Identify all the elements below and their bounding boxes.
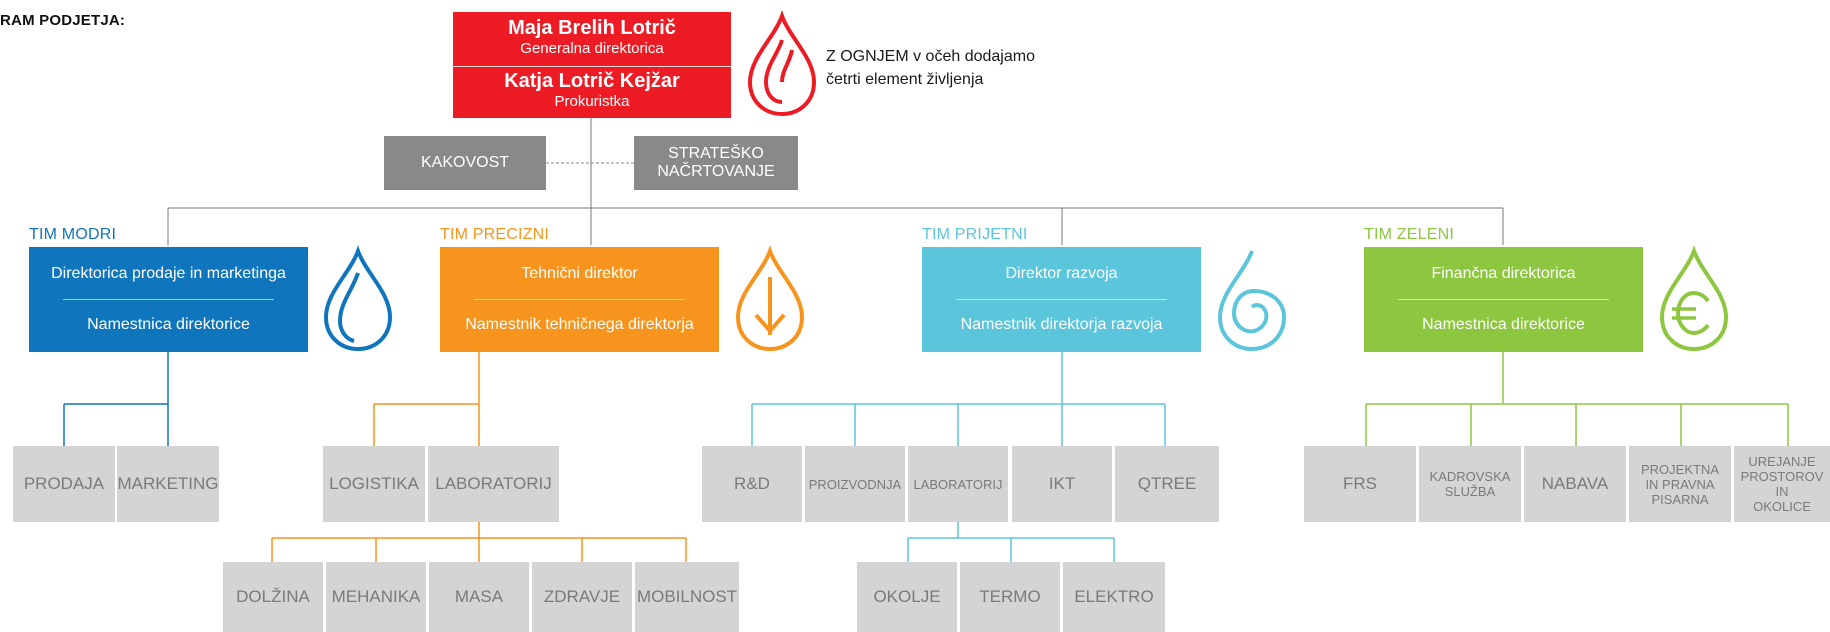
subdept-elektro: ELEKTRO	[1063, 562, 1165, 632]
dept-label-line2: SLUŽBA	[1444, 484, 1496, 499]
management-divider	[453, 66, 731, 67]
dept-kadrovska-sluzba: KADROVSKA SLUŽBA	[1419, 446, 1521, 522]
dept-label: MARKETING	[117, 474, 219, 493]
team-precizni-deputy: Namestnik tehničnega direktorja	[465, 316, 694, 333]
subdept-label: MEHANIKA	[331, 587, 421, 606]
quality-label: KAKOVOST	[420, 154, 510, 171]
procurator-name: Katja Lotrič Kejžar	[504, 70, 680, 92]
team-prijetni-divider	[956, 299, 1167, 300]
quality-box: KAKOVOST	[384, 136, 546, 190]
team-precizni-divider	[474, 299, 685, 300]
ceo-role: Generalna direktorica	[520, 40, 664, 57]
dept-label-line3: PISARNA	[1651, 491, 1709, 507]
subdept-termo: TERMO	[960, 562, 1060, 632]
dept-label: LOGISTIKA	[329, 474, 419, 493]
dept-label-line2: PROSTOROV IN	[1740, 469, 1824, 499]
dept-nabava: NABAVA	[1524, 446, 1626, 522]
team-modri-deputy: Namestnica direktorice	[87, 316, 250, 333]
dept-frs: FRS	[1304, 446, 1416, 522]
dept-label: LABORATORIJ	[913, 476, 1003, 492]
fire-slogan: Z OGNJEM v očeh dodajamo četrti element …	[826, 45, 1035, 91]
subdept-mobilnost: MOBILNOST	[635, 562, 739, 632]
fire-drop-icon	[747, 10, 817, 117]
subdept-label: MASA	[454, 587, 504, 606]
subdept-label: ELEKTRO	[1074, 587, 1154, 606]
team-box-modri: Direktorica prodaje in marketinga Namest…	[29, 247, 308, 352]
dept-label: NABAVA	[1541, 474, 1609, 493]
subdept-zdravje: ZDRAVJE	[532, 562, 632, 632]
fire-slogan-line2: četrti element življenja	[826, 71, 984, 88]
subdept-masa: MASA	[429, 562, 529, 632]
team-zeleni-divider	[1398, 299, 1609, 300]
subdept-label: MOBILNOST	[636, 587, 738, 606]
dept-label: FRS	[1343, 474, 1377, 493]
team-label-modri: TIM MODRI	[29, 226, 117, 243]
subdept-label: DOLŽINA	[236, 587, 310, 606]
management-box: Maja Brelih Lotrič Generalna direktorica…	[453, 12, 731, 118]
dept-marketing: MARKETING	[117, 446, 219, 522]
drop-spiral-icon	[1217, 250, 1287, 352]
dept-label: LABORATORIJ	[435, 474, 552, 493]
subdept-label: TERMO	[979, 587, 1041, 606]
strategic-planning-box: STRATEŠKO NAČRTOVANJE	[634, 136, 798, 190]
dept-rnd: R&D	[702, 446, 802, 522]
team-precizni-director: Tehnični direktor	[521, 265, 638, 282]
dept-label-line1: PROJEKTNA	[1640, 461, 1719, 477]
dept-label: R&D	[734, 474, 770, 493]
strategic-label-line2: NAČRTOVANJE	[657, 163, 775, 180]
dept-urejanje-prostorov: UREJANJE PROSTOROV IN OKOLICE	[1734, 446, 1830, 522]
dept-label-line2: IN PRAVNA	[1645, 476, 1715, 492]
drop-euro-icon	[1659, 245, 1729, 352]
strategic-label-line1: STRATEŠKO	[668, 145, 764, 162]
dept-laboratorij-prijetni: LABORATORIJ	[908, 446, 1008, 522]
fire-slogan-line1: Z OGNJEM v očeh dodajamo	[826, 48, 1035, 65]
dept-label-line3: OKOLICE	[1753, 499, 1811, 514]
dept-label: PROIZVODNJA	[808, 476, 902, 492]
dept-label: PRODAJA	[23, 474, 105, 493]
dept-proizvodnja: PROIZVODNJA	[805, 446, 905, 522]
dept-label: IKT	[1048, 474, 1076, 493]
dept-projektna-pisarna: PROJEKTNA IN PRAVNA PISARNA	[1629, 446, 1731, 522]
water-drop-icon	[323, 245, 393, 352]
dept-laboratorij-precizni: LABORATORIJ	[428, 446, 559, 522]
team-box-precizni: Tehnični direktor Namestnik tehničnega d…	[440, 247, 719, 352]
team-modri-divider	[63, 299, 274, 300]
dept-ikt: IKT	[1012, 446, 1112, 522]
ceo-name: Maja Brelih Lotrič	[508, 17, 676, 39]
team-prijetni-deputy: Namestnik direktorja razvoja	[960, 316, 1163, 333]
team-label-precizni: TIM PRECIZNI	[440, 226, 550, 243]
team-prijetni-director: Direktor razvoja	[1005, 265, 1118, 282]
procurator-role: Prokuristka	[554, 93, 630, 110]
team-zeleni-director: Finančna direktorica	[1431, 265, 1576, 282]
team-label-zeleni: TIM ZELENI	[1364, 226, 1455, 243]
dept-logistika: LOGISTIKA	[323, 446, 425, 522]
subdept-mehanika: MEHANIKA	[326, 562, 426, 632]
team-modri-director: Direktorica prodaje in marketinga	[51, 265, 286, 282]
dept-label-line1: KADROVSKA	[1429, 469, 1511, 484]
subdept-label: ZDRAVJE	[543, 587, 621, 606]
page-title: RAM PODJETJA:	[0, 12, 126, 29]
team-label-prijetni: TIM PRIJETNI	[922, 226, 1028, 243]
dept-label: QTREE	[1137, 474, 1197, 493]
team-zeleni-deputy: Namestnica direktorice	[1422, 316, 1585, 333]
dept-prodaja: PRODAJA	[13, 446, 115, 522]
dept-label-line1: UREJANJE	[1748, 454, 1816, 469]
drop-arrow-icon	[735, 245, 805, 352]
dept-qtree: QTREE	[1115, 446, 1219, 522]
subdept-okolje: OKOLJE	[857, 562, 957, 632]
team-box-prijetni: Direktor razvoja Namestnik direktorja ra…	[922, 247, 1201, 352]
subdept-dolzina: DOLŽINA	[223, 562, 323, 632]
subdept-label: OKOLJE	[873, 587, 941, 606]
team-box-zeleni: Finančna direktorica Namestnica direktor…	[1364, 247, 1643, 352]
